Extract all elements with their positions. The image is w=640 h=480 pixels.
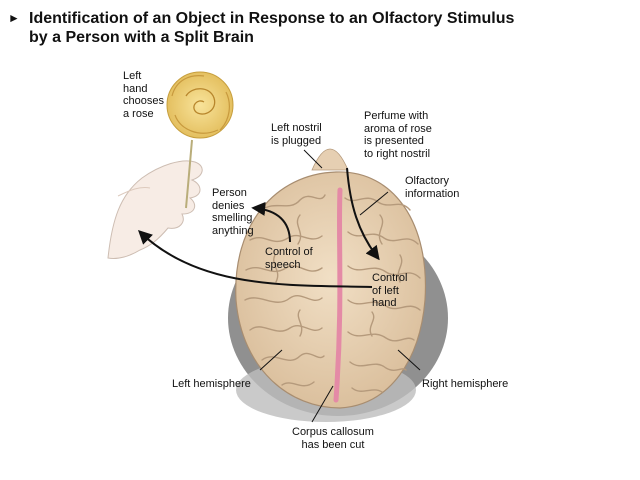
- right-hemisphere-folds: [344, 197, 421, 393]
- leader-lines: [259, 149, 421, 423]
- label-right-hemisphere: Right hemisphere: [422, 378, 509, 390]
- title-line-1: Identification of an Object in Response …: [29, 10, 515, 27]
- speech-output-arrow: [251, 201, 291, 243]
- left-hemisphere-folds: [244, 194, 326, 387]
- label-olfactory-information: Olfactory information: [405, 175, 460, 200]
- brain: [235, 171, 427, 409]
- label-corpus-callosum: Corpus callosum has been cut: [292, 426, 374, 451]
- label-left-nostril: Left nostril is plugged: [271, 122, 322, 147]
- hand: [107, 160, 203, 259]
- label-control-of-left-hand: Control of left hand: [372, 272, 408, 309]
- corpus-callosum-line: [333, 187, 343, 403]
- label-person-denies: Person denies smelling anything: [212, 187, 254, 237]
- arrows: [137, 167, 380, 288]
- rose: [166, 71, 234, 209]
- nose: [311, 148, 349, 171]
- label-left-hemisphere: Left hemisphere: [172, 378, 251, 390]
- title-line-2: by a Person with a Split Brain: [29, 29, 254, 46]
- label-perfume: Perfume with aroma of rose is presented …: [364, 110, 432, 160]
- title-bullet-icon: ►: [8, 11, 20, 25]
- hand-control-arrow: [137, 230, 373, 288]
- label-left-hand-chooses: Left hand chooses a rose: [123, 70, 164, 120]
- olfactory-pathway-arrow: [346, 167, 380, 261]
- label-control-of-speech: Control of speech: [265, 246, 313, 271]
